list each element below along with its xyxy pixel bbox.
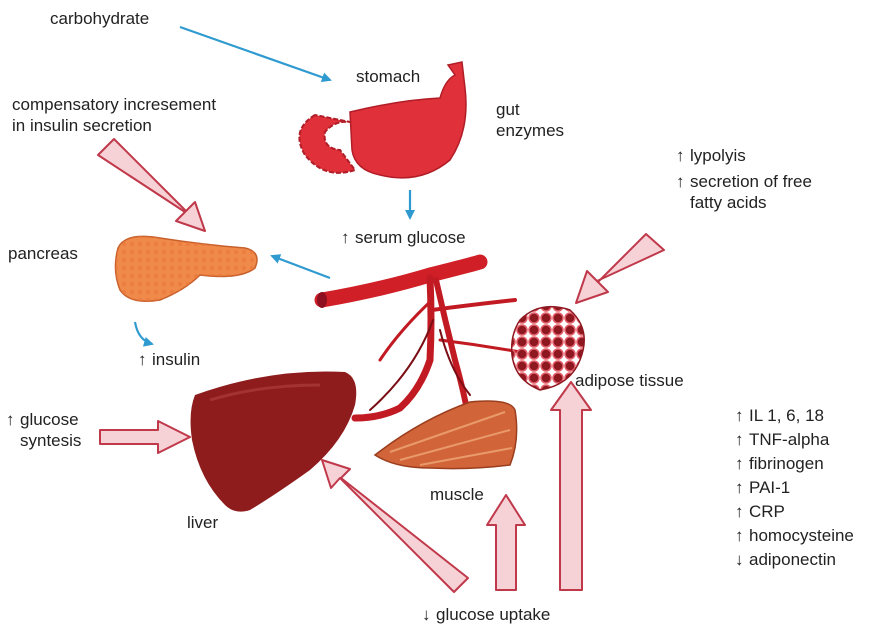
up-arrow-icon: ↑ <box>138 349 152 370</box>
up-arrow-icon: ↑ <box>676 171 690 213</box>
block-arrow-muscle-uptake <box>487 495 525 590</box>
adipose-icon <box>512 307 585 390</box>
up-arrow-icon: ↑ <box>6 409 20 451</box>
up-arrow-icon: ↑ <box>341 227 355 248</box>
label-stomach: stomach <box>356 66 420 87</box>
label-carbohydrate: carbohydrate <box>50 8 149 29</box>
marker-row: ↑homocysteine <box>735 524 854 548</box>
marker-row: ↑fibrinogen <box>735 452 854 476</box>
marker-row: ↑IL 1, 6, 18 <box>735 404 854 428</box>
label-adipose-tissue: adipose tissue <box>575 370 684 391</box>
block-arrow-liver-uptake <box>322 460 468 592</box>
block-arrow-lipolysis <box>576 234 664 303</box>
block-arrow-adipose-uptake <box>551 382 591 590</box>
label-liver: liver <box>187 512 218 533</box>
up-arrow-icon: ↑ <box>676 145 690 166</box>
arrow-carbohydrate-to-stomach <box>180 27 330 80</box>
glucose-syntesis-label: ↑glucose syntesis <box>6 409 81 451</box>
lypolysis-label: ↑lypolyis <box>676 145 746 166</box>
down-arrow-icon: ↓ <box>422 604 436 625</box>
marker-row: ↑CRP <box>735 500 854 524</box>
arrow-pancreas-to-insulin <box>135 322 152 344</box>
label-muscle: muscle <box>430 484 484 505</box>
arrow-vessel-to-pancreas <box>272 256 330 278</box>
pancreas-icon <box>115 236 257 301</box>
label-compensatory: compensatory incresement in insulin secr… <box>12 94 216 136</box>
liver-icon <box>191 371 357 511</box>
label-gut-enzymes: gut enzymes <box>496 99 564 141</box>
marker-row: ↑TNF-alpha <box>735 428 854 452</box>
marker-row: ↓adiponectin <box>735 548 854 572</box>
marker-row: ↑PAI-1 <box>735 476 854 500</box>
block-arrow-compensatory <box>98 139 205 231</box>
inflammation-marker-list: ↑IL 1, 6, 18 ↑TNF-alpha ↑fibrinogen ↑PAI… <box>735 404 854 572</box>
insulin-label: ↑insulin <box>138 349 200 370</box>
label-pancreas: pancreas <box>8 243 78 264</box>
glucose-uptake-label: ↓glucose uptake <box>422 604 550 625</box>
block-arrow-glucose-syntesis <box>100 421 190 453</box>
secretion-ffa-label: ↑secretion of free fatty acids <box>676 171 812 213</box>
serum-glucose-label: ↑serum glucose <box>341 227 466 248</box>
